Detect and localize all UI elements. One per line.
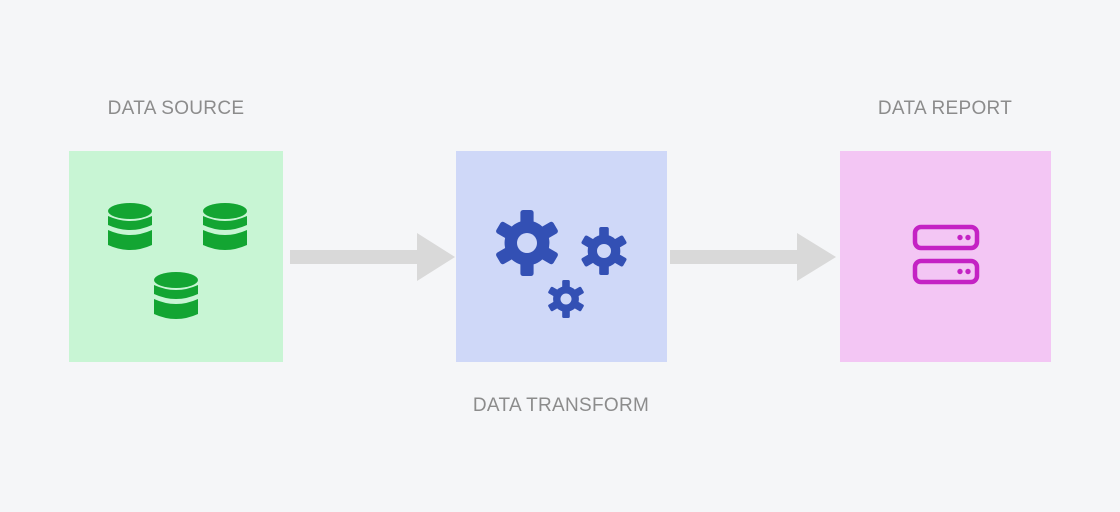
data-report-box — [840, 151, 1051, 362]
gear-icon — [547, 280, 585, 318]
data-transform-label: DATA TRANSFORM — [472, 395, 650, 416]
database-icon — [154, 272, 198, 319]
arrow-source-to-transform — [290, 233, 455, 281]
gear-icon — [495, 210, 559, 276]
data-transform-box — [456, 151, 667, 362]
data-source-box — [69, 151, 283, 362]
arrow-transform-to-report — [670, 233, 836, 281]
database-icon — [203, 203, 247, 250]
database-icon — [108, 203, 152, 250]
data-report-label: DATA REPORT — [877, 98, 1013, 119]
server-icon — [912, 224, 980, 285]
gear-icon — [580, 227, 628, 275]
data-source-label: DATA SOURCE — [107, 98, 245, 119]
